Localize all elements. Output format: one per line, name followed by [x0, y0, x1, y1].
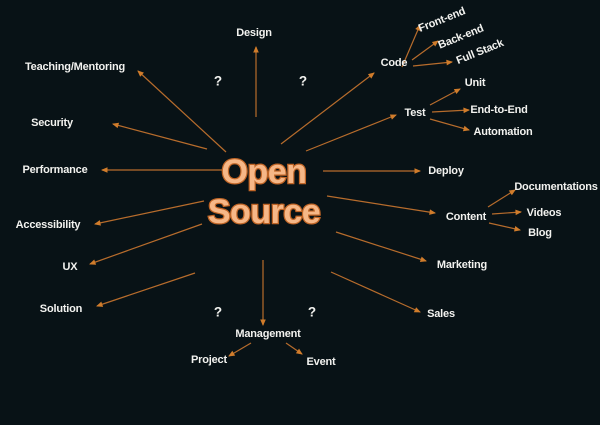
node-test[interactable]: Test [404, 107, 426, 119]
arrow-center-to-content [326, 195, 436, 215]
node-security[interactable]: Security [31, 117, 73, 129]
node-teaching-mentoring[interactable]: Teaching/Mentoring [24, 61, 126, 73]
arrow-management-to-project [228, 342, 252, 357]
arrow-content-to-videos [491, 209, 522, 216]
node-documentations[interactable]: Documentations [514, 181, 598, 193]
arrow-center-to-teaching-mentoring [137, 70, 227, 153]
arrow-center-to-security [112, 122, 208, 150]
node-solution[interactable]: Solution [39, 303, 83, 315]
node-videos[interactable]: Videos [526, 207, 562, 219]
node-question-top-right[interactable]: ? [298, 73, 308, 89]
node-end-to-end[interactable]: End-to-End [470, 104, 528, 116]
node-blog[interactable]: Blog [528, 227, 552, 239]
node-marketing[interactable]: Marketing [436, 259, 488, 271]
arrow-center-to-marketing [335, 231, 427, 262]
arrow-center-to-ux [89, 223, 203, 265]
arrow-center-to-code [280, 72, 375, 145]
node-automation[interactable]: Automation [473, 126, 533, 138]
arrow-test-to-unit [429, 88, 461, 106]
arrow-test-to-end-to-end [431, 107, 470, 114]
arrow-test-to-automation [429, 118, 470, 132]
arrow-center-to-accessibility [94, 200, 205, 226]
node-question-bottom-right[interactable]: ? [307, 304, 317, 320]
central-topic-line2: Source [207, 192, 322, 233]
node-accessibility[interactable]: Accessibility [15, 219, 81, 231]
node-sales[interactable]: Sales [427, 308, 455, 320]
node-event[interactable]: Event [306, 356, 336, 368]
arrow-content-to-blog [488, 222, 521, 232]
node-performance[interactable]: Performance [22, 164, 88, 176]
arrow-code-to-front-end [401, 24, 421, 68]
node-unit[interactable]: Unit [464, 77, 486, 89]
arrow-center-to-test [305, 114, 397, 152]
node-content[interactable]: Content [445, 211, 487, 223]
node-design[interactable]: Design [236, 27, 272, 39]
node-management[interactable]: Management [235, 328, 301, 340]
arrow-center-to-sales [330, 271, 421, 313]
node-project[interactable]: Project [191, 354, 227, 366]
central-topic-line1: Open [220, 152, 308, 193]
arrow-code-to-back-end [411, 40, 439, 61]
node-question-bottom-left[interactable]: ? [213, 304, 223, 320]
node-ux[interactable]: UX [62, 261, 78, 273]
arrow-content-to-documentations [487, 189, 516, 208]
node-code[interactable]: Code [380, 57, 408, 69]
central-topic-open-source[interactable]: Open Source [207, 152, 322, 233]
node-question-top-left[interactable]: ? [213, 73, 223, 89]
arrow-center-to-solution [96, 272, 196, 307]
node-deploy[interactable]: Deploy [428, 165, 464, 177]
arrow-management-to-event [285, 342, 303, 355]
arrow-code-to-full-stack [412, 59, 453, 67]
